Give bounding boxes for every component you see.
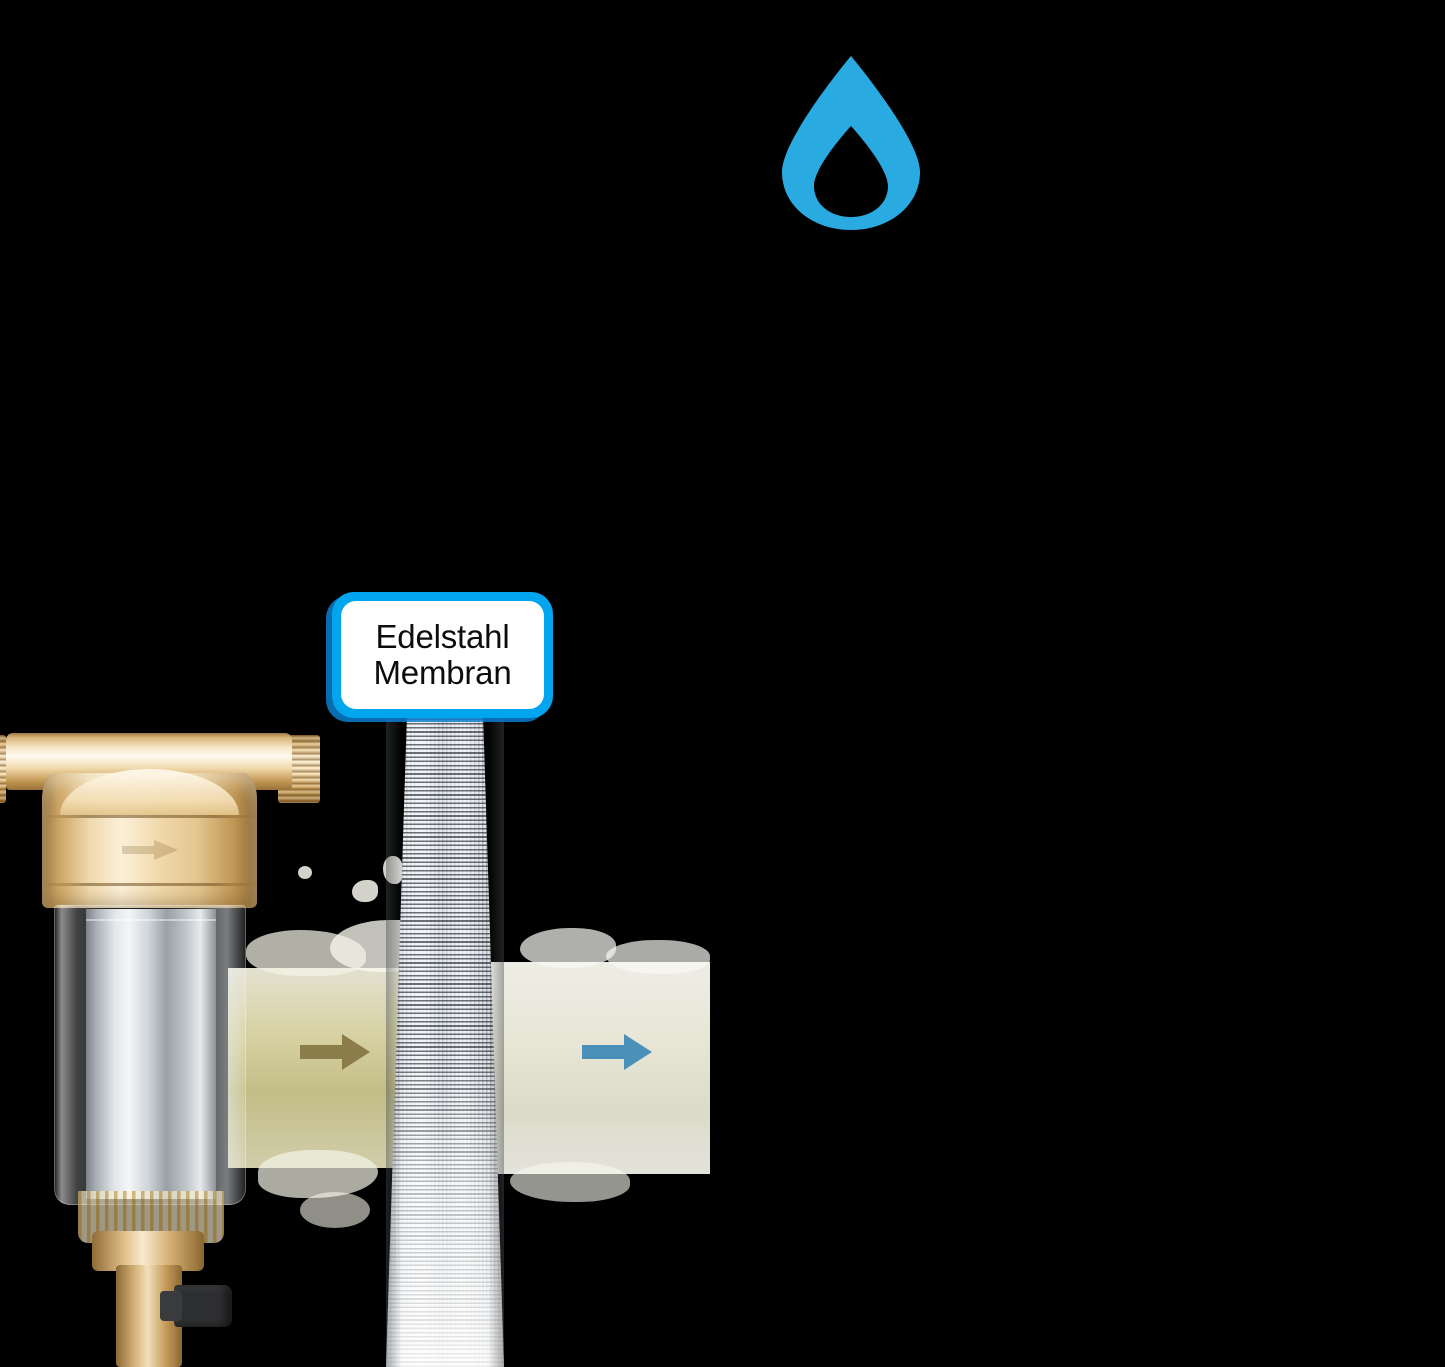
steel-filter-cartridge [86, 909, 216, 1199]
water-filter-product [0, 725, 322, 1367]
brass-sump [92, 1231, 204, 1271]
stainless-steel-mesh-membrane [386, 706, 504, 1367]
water-drop-icon [778, 52, 924, 234]
drain-valve-handle[interactable] [160, 1285, 232, 1327]
brass-cap-highlight [60, 769, 239, 815]
filtered-flow-arrow-icon [582, 1032, 652, 1072]
callout-badge: Edelstahl Membran [326, 592, 553, 722]
brass-cap-ridge-lower [42, 883, 257, 886]
callout-badge-label: Edelstahl Membran [373, 617, 512, 691]
callout-badge-body: Edelstahl Membran [341, 601, 544, 709]
mesh-fade-overlay [386, 706, 504, 1367]
mesh-left-edge [386, 706, 402, 1367]
brass-cap-ridge-upper [42, 815, 257, 818]
mesh-right-edge [488, 706, 504, 1367]
inlet-thread-connector [0, 735, 6, 803]
flow-direction-embossed-arrow-icon [120, 839, 180, 861]
unfiltered-flow-arrow-icon [300, 1032, 370, 1072]
cartridge-band [86, 919, 216, 921]
brass-cap [42, 769, 257, 908]
